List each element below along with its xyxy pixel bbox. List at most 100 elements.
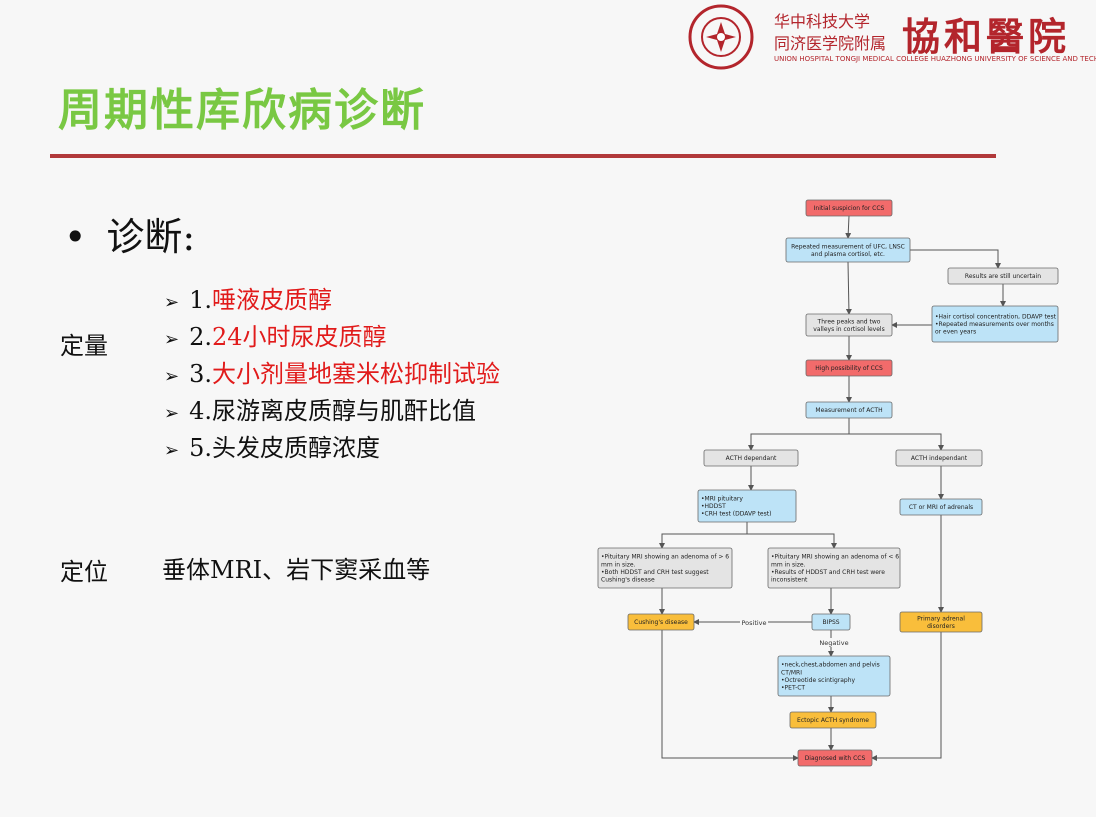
item-number: 5. xyxy=(189,434,212,462)
flow-node-text: •neck,chest,abdomen and pelvis xyxy=(781,662,880,669)
flow-node-text: BIPSS xyxy=(822,619,839,626)
flow-node-box xyxy=(895,449,983,467)
flow-node-pit-big: •Pituitary MRI showing an adenoma of > 6… xyxy=(597,547,733,589)
flow-node-imaging: •neck,chest,abdomen and pelvisCT/MRI•Oct… xyxy=(777,655,891,697)
flow-node-text: •Both HDDST and CRH test suggest xyxy=(601,569,709,576)
flow-node-text: Repeated measurement of UFC, LNSC xyxy=(791,243,905,250)
item-text: 唾液皮质醇 xyxy=(212,286,332,314)
list-item: ➢ 5.头发皮质醇浓度 xyxy=(164,430,500,467)
arrow-bullet-icon: ➢ xyxy=(164,403,180,424)
flow-node-box xyxy=(797,749,873,767)
flow-node-diagnosed: Diagnosed with CCS xyxy=(797,749,873,767)
flow-connector xyxy=(845,215,852,239)
hospital-logo: 华中科技大学 同济医学院附属 協和醫院 UNION HOSPITAL TONGJ… xyxy=(688,2,1096,72)
flow-node-text: Cushing's disease xyxy=(601,577,655,584)
flow-node-initial: Initial suspicion for CCS xyxy=(805,199,893,217)
hospital-seal-icon xyxy=(688,4,754,70)
flow-node-box xyxy=(899,498,983,516)
quantitative-list: ➢1.唾液皮质醇 ➢2.24小时尿皮质醇 ➢3.大小剂量地塞米松抑制试验 ➢4.… xyxy=(164,282,500,467)
flow-node-text: Initial suspicion for CCS xyxy=(814,205,885,212)
flow-node-box xyxy=(811,613,851,631)
arrow-bullet-icon: ➢ xyxy=(164,292,180,313)
flow-node-text: mm in size. xyxy=(771,561,806,568)
flow-node-box xyxy=(805,313,893,337)
flow-node-text: Cushing's disease xyxy=(634,619,688,626)
flow-node-text: •Repeated measurements over months xyxy=(935,321,1054,328)
flow-node-text: High possibility of CCS xyxy=(815,365,883,372)
flow-node-text: •Hair cortisol concentration, DDAVP test xyxy=(935,314,1057,321)
flow-node-acth-dep: ACTH dependant xyxy=(703,449,799,467)
edge-label-bg xyxy=(740,618,768,627)
university-english-name: UNION HOSPITAL TONGJI MEDICAL COLLEGE HU… xyxy=(774,55,1096,63)
flow-node-box xyxy=(767,547,901,589)
flow-node-ct-adrenal: CT or MRI of adrenals xyxy=(899,498,983,516)
flow-node-box xyxy=(805,359,893,377)
flow-node-acth-meas: Measurement of ACTH xyxy=(805,401,893,419)
flow-node-text: ACTH dependant xyxy=(726,455,777,462)
edge-label-negative: Negative xyxy=(819,639,848,647)
flow-node-box xyxy=(789,711,877,729)
arrow-bullet-icon: ➢ xyxy=(164,440,180,461)
flow-node-box xyxy=(931,305,1059,343)
section-heading-text: 诊断: xyxy=(106,215,196,259)
university-name-line1: 华中科技大学 xyxy=(774,12,871,31)
flow-node-text: mm in size. xyxy=(601,561,636,568)
flow-node-text: disorders xyxy=(927,623,955,630)
flow-node-bipss: BIPSS xyxy=(811,613,851,631)
edge-label-bg xyxy=(820,638,848,647)
item-number: 4. xyxy=(189,397,212,425)
list-item: ➢2.24小时尿皮质醇 xyxy=(164,319,500,356)
flow-connector xyxy=(849,433,944,451)
flow-node-pit-small: •Pituitary MRI showing an adenoma of < 6… xyxy=(767,547,901,589)
item-text: 头发皮质醇浓度 xyxy=(212,434,380,462)
item-number: 3. xyxy=(189,360,212,388)
flow-node-box xyxy=(703,449,799,467)
flow-node-box xyxy=(597,547,733,589)
flow-node-mri-tests: •MRI pituitary•HDDST•CRH test (DDAVP tes… xyxy=(697,489,797,523)
flow-node-text: •Results of HDDST and CRH test were xyxy=(771,569,885,576)
flow-node-text: Measurement of ACTH xyxy=(815,407,882,414)
flow-node-box xyxy=(947,267,1059,285)
flow-node-cushing: Cushing's disease xyxy=(627,613,695,631)
flow-node-text: CT or MRI of adrenals xyxy=(909,504,973,511)
list-item: ➢ 3.大小剂量地塞米松抑制试验 xyxy=(164,356,500,393)
flow-connector xyxy=(661,630,799,761)
flow-node-text: Results are still uncertain xyxy=(965,273,1041,280)
flow-node-text: •PET-CT xyxy=(781,685,805,692)
flow-node-box xyxy=(777,655,891,697)
edge-label-positive: Positive xyxy=(741,619,766,627)
flow-node-box xyxy=(627,613,695,631)
item-text: 大小剂量地塞米松抑制试验 xyxy=(212,360,500,388)
flow-node-text: or even years xyxy=(935,329,976,336)
section-heading: • 诊断: xyxy=(64,206,195,261)
arrow-bullet-icon: ➢ xyxy=(164,329,180,350)
localization-text: 垂体MRI、岩下窦采血等 xyxy=(162,556,431,584)
brand-calligraphy: 協和醫院 xyxy=(902,14,1071,59)
flow-node-text: and plasma cortisol, etc. xyxy=(811,251,885,258)
title-divider xyxy=(50,154,996,158)
flow-node-uncertain: Results are still uncertain xyxy=(947,267,1059,285)
bullet-icon: • xyxy=(64,215,87,259)
flow-node-text: •HDDST xyxy=(701,503,726,510)
arrow-bullet-icon: ➢ xyxy=(164,366,180,387)
flow-connector xyxy=(747,533,837,549)
quantitative-label: 定量 xyxy=(60,332,108,360)
flow-node-text: •Octreotide scintigraphy xyxy=(781,677,856,684)
flow-connector xyxy=(910,249,1001,269)
flow-node-text: •Pituitary MRI showing an adenoma of > 6 xyxy=(601,554,729,561)
flow-node-text: inconsistent xyxy=(771,577,808,584)
item-text: 尿游离皮质醇与肌酐比值 xyxy=(212,397,476,425)
flow-node-text: Ectopic ACTH syndrome xyxy=(797,717,869,724)
flow-node-box xyxy=(805,401,893,419)
flow-connector xyxy=(748,418,850,451)
list-item: ➢ 4.尿游离皮质醇与肌酐比值 xyxy=(164,393,500,430)
flow-node-text: valleys in cortisol levels xyxy=(813,326,884,333)
item-text: 24小时尿皮质醇 xyxy=(212,323,387,351)
flow-node-box xyxy=(697,489,797,523)
flow-node-ectopic: Ectopic ACTH syndrome xyxy=(789,711,877,729)
flow-connector xyxy=(659,522,748,549)
